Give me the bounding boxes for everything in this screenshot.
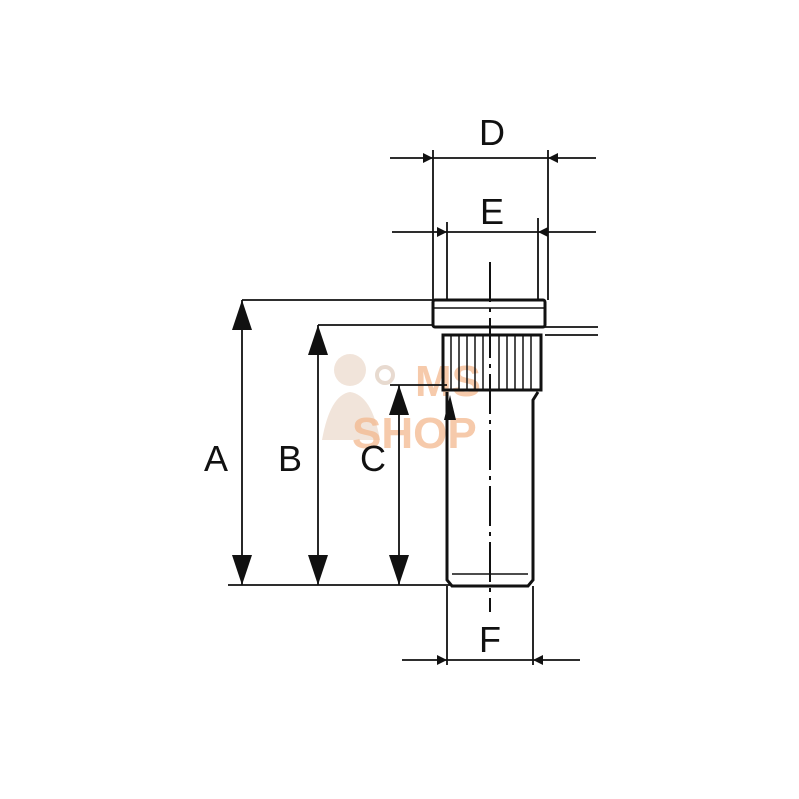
label-b: B [278, 438, 302, 479]
dimension-lines [228, 150, 598, 665]
watermark-logo [322, 354, 395, 440]
vertical-arrowheads [232, 300, 456, 585]
label-f: F [479, 619, 501, 660]
label-c: C [360, 438, 386, 479]
watermark-text-shop: SHOP [352, 409, 477, 458]
label-d: D [479, 112, 505, 153]
label-a: A [204, 438, 228, 479]
label-e: E [480, 191, 504, 232]
stud-outline [431, 262, 547, 612]
